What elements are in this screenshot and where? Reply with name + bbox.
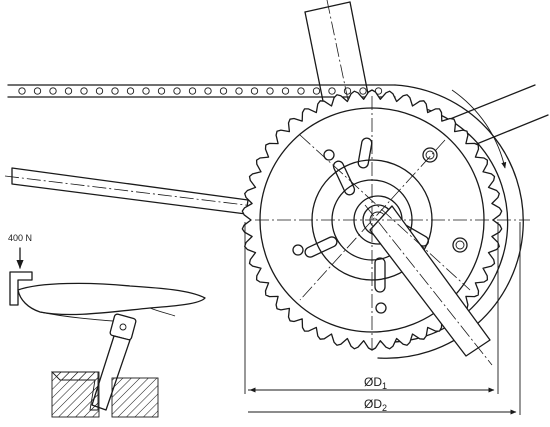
chain-link-pin xyxy=(111,87,119,95)
chain-link-pin xyxy=(343,87,352,95)
diameter-d1-label: ØD1 xyxy=(364,375,387,391)
right-crank-arm xyxy=(364,204,493,366)
chain-link-pin xyxy=(80,87,88,95)
chain-link-pin xyxy=(49,87,57,95)
load-label: 400 N xyxy=(8,233,32,243)
clamp-fixture xyxy=(50,371,159,418)
bolt-holes xyxy=(292,147,468,314)
chain-link-pin xyxy=(235,87,243,95)
chain xyxy=(7,84,396,98)
center-lines xyxy=(255,96,530,350)
chain-link-pin xyxy=(126,87,135,95)
chain-link-pin xyxy=(157,87,166,95)
chain-link-pin xyxy=(18,87,26,95)
chain-link-pin xyxy=(95,87,104,95)
chain-link-pin xyxy=(281,87,290,95)
chain-link-pin xyxy=(33,87,42,95)
chain-link-pin xyxy=(173,87,181,95)
chain-link-pin xyxy=(188,87,197,95)
load-bracket xyxy=(9,271,33,306)
chain-link-pin xyxy=(297,87,305,95)
chain-link-pin xyxy=(312,87,321,95)
chain-link-pin xyxy=(266,87,274,95)
rotation-arrow xyxy=(451,89,507,169)
dimension-lines xyxy=(244,222,521,415)
chain-link-pin xyxy=(219,87,228,95)
chain-link-pin xyxy=(328,87,336,95)
chain-link-pin xyxy=(359,87,367,95)
saddle xyxy=(17,282,206,316)
seat-post xyxy=(91,313,137,411)
chain-link-pin xyxy=(374,87,383,95)
diameter-d2-label: ØD2 xyxy=(364,397,387,413)
chain-link-pin xyxy=(142,87,150,95)
chain-link-pin xyxy=(250,87,259,95)
chain-link-pin xyxy=(204,87,212,95)
chain-link-pin xyxy=(64,87,73,95)
saddle-inset: 400 N xyxy=(8,233,206,418)
